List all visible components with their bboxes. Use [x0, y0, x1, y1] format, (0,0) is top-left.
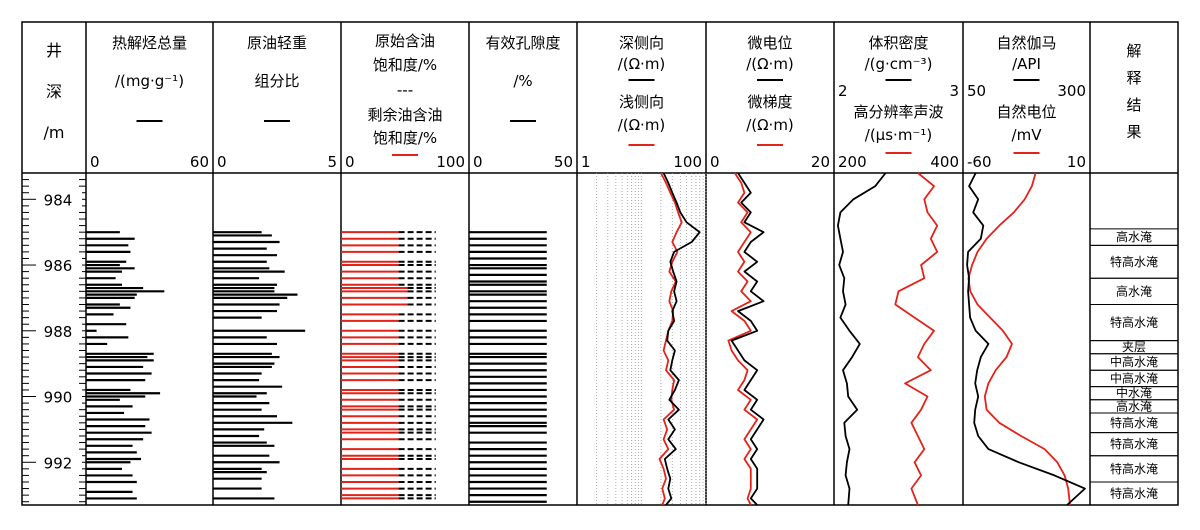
track-title: /(Ω·m)	[746, 116, 794, 134]
micro-gradient-curve	[727, 172, 759, 506]
track-title: 自然伽马	[996, 34, 1056, 52]
interpretation-label: 特高水淹	[1110, 436, 1158, 451]
track-title: /(Ω·m)	[618, 55, 666, 73]
track-title: 浅侧向	[619, 93, 664, 111]
shallow-laterolog-curve	[658, 172, 683, 506]
sp-curve	[967, 172, 1071, 506]
track-title: 释	[1126, 69, 1141, 87]
track-title: 微电位	[747, 34, 792, 52]
track-title: /API	[1012, 55, 1041, 73]
scale-min-label: 2	[838, 82, 848, 100]
track-title: 高分辨率声波	[853, 103, 943, 121]
depth-tick-label: 988	[44, 323, 73, 341]
track-title: 组分比	[254, 72, 299, 90]
track-title: 果	[1126, 123, 1141, 141]
interpretation-label: 特高水淹	[1110, 461, 1158, 476]
depth-label-bg	[36, 387, 82, 406]
track-title: /mV	[1012, 126, 1043, 144]
track-title: 饱和度/%	[373, 56, 437, 74]
scale-max-label: 50	[554, 153, 573, 171]
scale-min-label: 0	[710, 153, 720, 171]
track-title: /(Ω·m)	[618, 116, 666, 134]
depth-label-bg	[36, 256, 82, 275]
scale-max-label: 400	[930, 153, 959, 171]
interpretation-label: 高水淹	[1116, 229, 1152, 244]
interpretation-label: 特高水淹	[1110, 254, 1158, 269]
track-title: 微梯度	[747, 93, 792, 111]
depth-label-bg	[36, 453, 82, 472]
gamma-ray-curve	[966, 172, 1086, 506]
track-title: 结	[1126, 96, 1141, 114]
interpretation-label: 中高水淹	[1110, 370, 1158, 385]
depth-axis-label: 深	[46, 82, 62, 101]
track-title: 原始含油	[375, 32, 435, 50]
interpretation-label: 夹层	[1122, 340, 1146, 354]
scale-max-label: 5	[327, 153, 337, 171]
track-title: ---	[397, 81, 413, 99]
scale-max-label: 10	[1067, 153, 1086, 171]
scale-max-label: 100	[436, 153, 465, 171]
track-title: 原油轻重	[247, 34, 307, 52]
track-title: 体积密度	[868, 34, 928, 52]
scale-min-label: 50	[967, 82, 986, 100]
track-title: 解	[1126, 42, 1141, 60]
depth-tick-label: 992	[44, 454, 73, 472]
depth-axis-label: 井	[46, 41, 62, 60]
scale-max-label: 300	[1057, 82, 1086, 100]
acoustic-curve	[894, 172, 939, 506]
track-title: /(Ω·m)	[746, 55, 794, 73]
interpretation-label: 特高水淹	[1110, 485, 1158, 500]
depth-label-bg	[36, 321, 82, 340]
track-title: /(μs·m⁻¹)	[865, 126, 932, 144]
scale-max-label: 100	[673, 153, 702, 171]
depth-tick-label: 984	[44, 191, 73, 209]
scale-min-label: 200	[838, 153, 867, 171]
interpretation-label: 特高水淹	[1110, 315, 1158, 330]
track-title: 剩余油含油	[367, 106, 442, 124]
track-title: /(g·cm⁻³)	[865, 55, 933, 73]
scale-min-label: 1	[581, 153, 591, 171]
track-title: 有效孔隙度	[485, 34, 560, 52]
track-title: 自然电位	[996, 103, 1056, 121]
depth-label-bg	[36, 190, 82, 209]
scale-min-label: 0	[345, 153, 355, 171]
scale-max-label: 3	[949, 82, 959, 100]
interpretation-label: 特高水淹	[1110, 415, 1158, 430]
scale-max-label: 20	[811, 153, 830, 171]
depth-tick-label: 986	[44, 257, 73, 275]
depth-axis-label: /m	[44, 123, 65, 142]
track-title: /%	[513, 72, 532, 90]
interpretation-label: 高水淹	[1116, 398, 1152, 413]
interpretation-label: 高水淹	[1116, 283, 1152, 298]
interpretation-label: 中水淹	[1116, 385, 1152, 400]
scale-min-label: 0	[217, 153, 227, 171]
track-title: /(mg·g⁻¹)	[115, 72, 184, 90]
scale-min-label: -60	[967, 153, 992, 171]
figure-frame	[21, 21, 1179, 506]
track-title: 饱和度/%	[373, 129, 437, 147]
deep-laterolog-curve	[662, 172, 701, 506]
density-curve	[837, 172, 887, 506]
track-title: 深侧向	[619, 34, 664, 52]
micro-potential-curve	[730, 172, 765, 506]
interpretation-label: 中高水淹	[1110, 354, 1158, 369]
scale-max-label: 60	[190, 153, 209, 171]
depth-tick-label: 990	[44, 389, 73, 407]
scale-min-label: 0	[90, 153, 100, 171]
scale-min-label: 0	[473, 153, 483, 171]
track-title: 热解烃总量	[112, 34, 187, 52]
